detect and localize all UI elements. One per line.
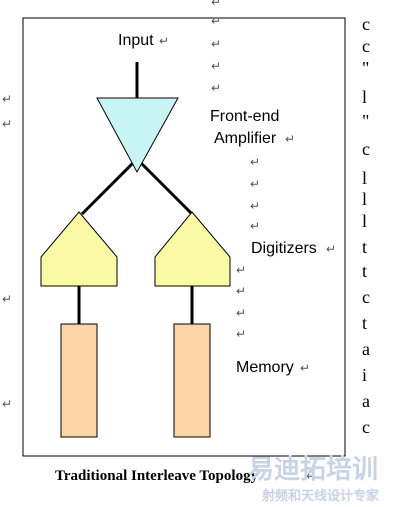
side-text-char: l [362, 87, 367, 107]
return-mark: ↵ [2, 92, 12, 106]
return-mark: ↵ [285, 132, 295, 146]
watermark-line1: 易迪拓培训 [248, 455, 378, 485]
return-mark: ↵ [250, 219, 260, 233]
return-mark: ↵ [211, 0, 221, 9]
digitizers-label: Digitizers [251, 240, 317, 257]
return-mark: ↵ [250, 155, 260, 169]
return-mark: ↵ [211, 14, 221, 28]
wire-to-digitizer-left [80, 160, 136, 216]
side-text-char: " [362, 58, 369, 78]
return-mark: ↵ [2, 292, 12, 306]
return-mark: ↵ [211, 37, 221, 51]
return-mark: ↵ [236, 306, 246, 320]
diagram-frame [22, 17, 346, 457]
amplifier-label-line2: Amplifier [214, 130, 277, 147]
digitizer-left [40, 211, 118, 287]
digitizer-right [154, 211, 231, 287]
side-text-char: " [362, 111, 369, 131]
side-text-char: c [362, 139, 370, 159]
side-text-char: c [362, 36, 370, 56]
return-mark: ↵ [236, 327, 246, 341]
return-mark: ↵ [211, 81, 221, 95]
side-text-char: l [362, 211, 367, 231]
return-mark: ↵ [2, 117, 12, 131]
memory-label: Memory [236, 359, 294, 376]
return-mark: ↵ [250, 177, 260, 191]
side-text-char: c [362, 287, 370, 307]
input-label: Input [118, 32, 154, 49]
return-mark: ↵ [300, 361, 310, 375]
return-mark: ↵ [159, 34, 169, 48]
watermark-line2: 射频和天线设计专家 [261, 488, 380, 504]
side-text-char: a [362, 391, 370, 411]
side-text-char: t [362, 261, 367, 281]
front-end-amplifier-triangle [96, 97, 179, 174]
memory-right [173, 323, 211, 438]
wire-to-digitizer-right [138, 160, 194, 216]
side-text-char: a [362, 339, 370, 359]
return-mark: ↵ [236, 263, 246, 277]
amplifier-label-line1: Front-end [210, 108, 279, 125]
side-text-char: t [362, 237, 367, 257]
return-mark: ↵ [211, 59, 221, 73]
memory-left [60, 323, 98, 438]
side-text-char: l [362, 189, 367, 209]
return-mark: ↵ [2, 397, 12, 411]
return-mark: ↵ [326, 242, 336, 256]
return-mark: ↵ [306, 469, 316, 483]
return-mark: ↵ [250, 199, 260, 213]
figure-caption: Traditional Interleave Topology [55, 468, 259, 484]
side-text-char: c [362, 14, 370, 34]
side-text-char: c [362, 417, 370, 437]
side-text-char: l [362, 168, 367, 188]
side-text-char: t [362, 313, 367, 333]
return-mark: ↵ [236, 284, 246, 298]
side-text-char: i [362, 365, 367, 385]
